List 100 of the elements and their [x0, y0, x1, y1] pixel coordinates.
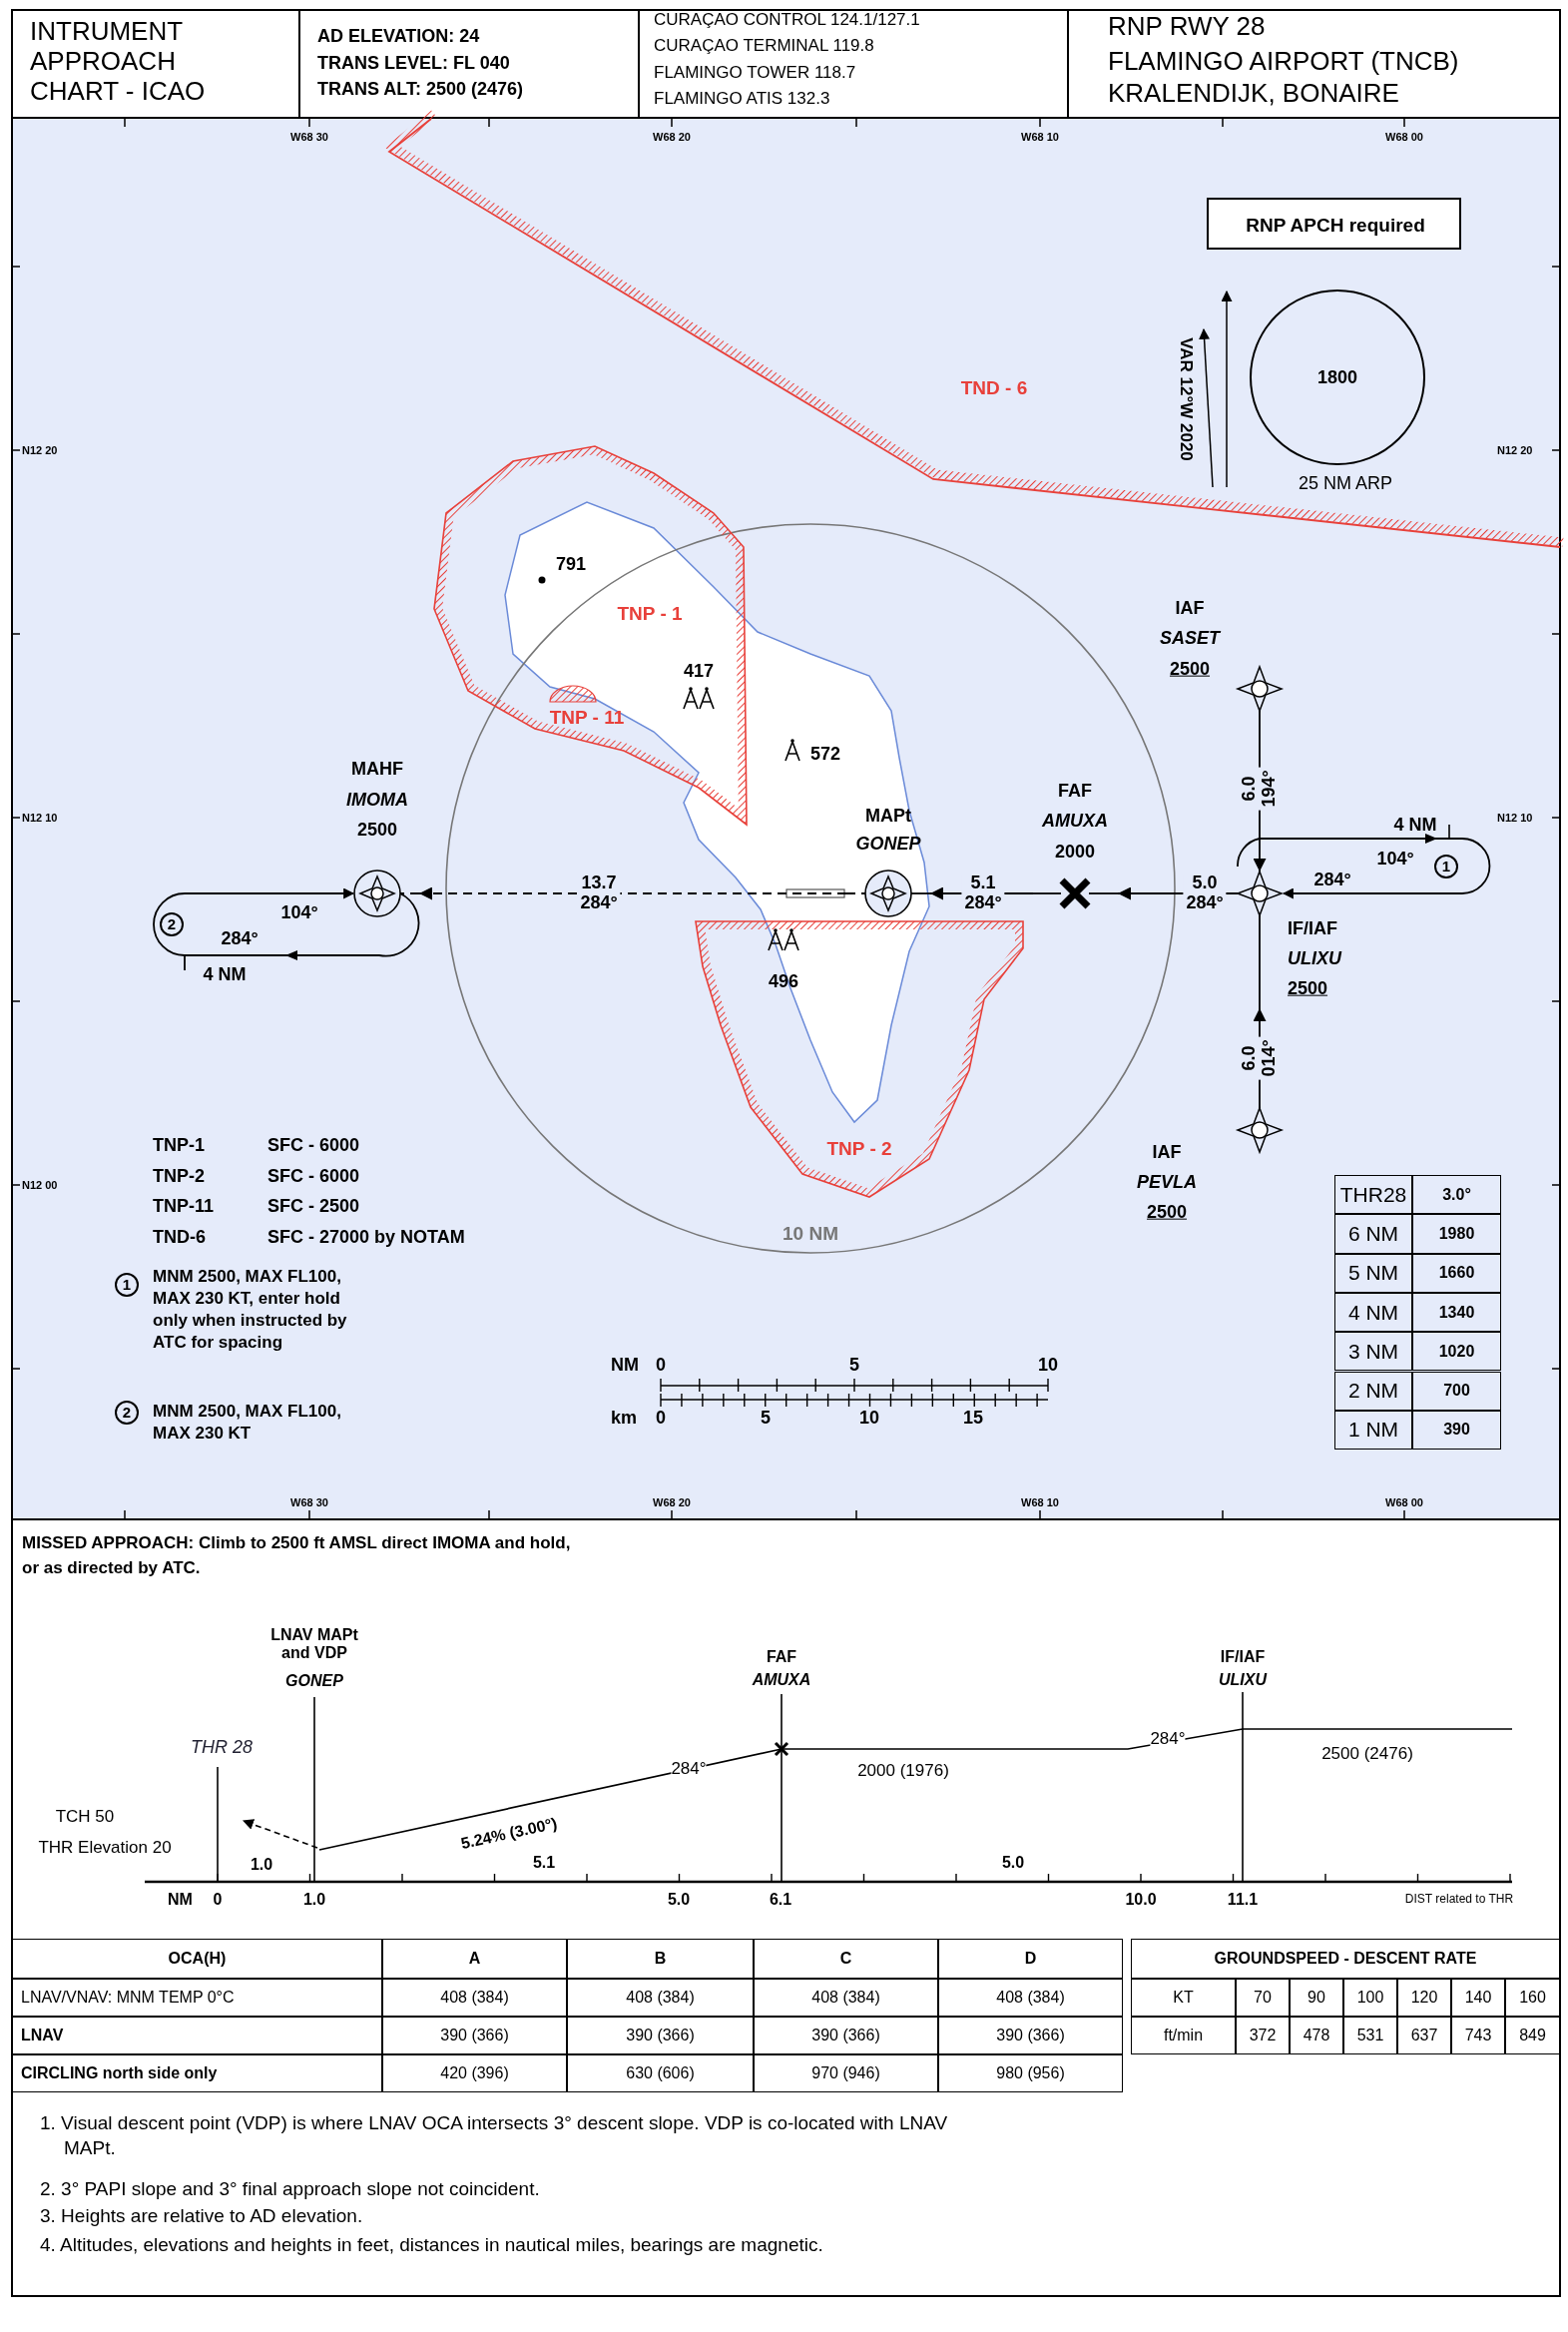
callout-number: 1 [115, 1273, 139, 1297]
axis-value: 0 [213, 1890, 223, 1910]
airspace-name: TNP-2 [153, 1165, 205, 1187]
table-cell: 390 [1412, 1410, 1501, 1451]
airspace-limits: SFC - 6000 [267, 1134, 360, 1156]
scale-value: 5 [849, 1354, 859, 1376]
scale-value: 10 [1038, 1354, 1058, 1376]
note-text: 2. 3° PAPI slope and 3° final approach slope not coincident. [40, 2177, 541, 2201]
axis-value: 10.0 [1125, 1890, 1157, 1910]
altitude-value: 2500 [1147, 1201, 1187, 1223]
table-cell: C [754, 1939, 938, 1979]
grid-coordinate: W68 00 [1385, 1495, 1423, 1509]
procedure-title: RNP RWY 28 [1108, 12, 1266, 42]
fix-name: AMUXA [1042, 810, 1108, 832]
scale-value: 5 [761, 1407, 771, 1429]
airspace-name: TNP-1 [153, 1134, 205, 1156]
altitude-value: 2000 [1055, 841, 1095, 863]
table-cell: CIRCLING north side only [12, 2054, 382, 2092]
scale-value: 10 [859, 1407, 879, 1429]
gradient-label: 5.24% (3.00°) [459, 1814, 559, 1854]
altitude-label: 2000 (1976) [857, 1761, 949, 1781]
fix-role: IF/IAF [1220, 1647, 1266, 1667]
fix-name: PEVLA [1137, 1171, 1197, 1193]
segment-distance: 1.0 [250, 1855, 273, 1875]
table-cell: 100 [1343, 1979, 1397, 2017]
table-cell: 2 NM [1334, 1371, 1412, 1411]
grid-coordinate: W68 30 [290, 1495, 328, 1509]
grid-coordinate: N12 20 [22, 443, 58, 457]
grid-coordinate: W68 00 [1385, 130, 1423, 144]
table-cell: 478 [1290, 2017, 1343, 2054]
bearing-label: 284° [1150, 1729, 1186, 1749]
bearing-label: 284° [1313, 869, 1351, 890]
table-cell: 637 [1397, 2017, 1451, 2054]
table-cell: 5 NM [1334, 1253, 1412, 1293]
axis-value: 5.0 [667, 1890, 691, 1910]
axis-value: 1.0 [302, 1890, 326, 1910]
table-cell: OCA(H) [12, 1939, 382, 1979]
note-text: 3. Heights are relative to AD elevation. [40, 2204, 364, 2228]
table-cell: 70 [1236, 1979, 1290, 2017]
altitude-label: 2500 (2476) [1321, 1744, 1413, 1764]
table-cell: A [382, 1939, 567, 1979]
scale-value: 0 [656, 1354, 666, 1376]
bearing-label: 104° [280, 901, 318, 923]
axis-value: 6.1 [769, 1890, 792, 1910]
table-cell: LNAV/VNAV: MNM TEMP 0°C [12, 1979, 382, 2017]
fix-role: MAHF [351, 758, 403, 780]
table-cell: 390 (366) [382, 2017, 567, 2054]
note-text: MNM 2500, MAX FL100, MAX 230 KT, enter hold only when instructed by ATC for spacing [153, 1266, 348, 1355]
location-name: KRALENDIJK, BONAIRE [1108, 79, 1399, 109]
fix-name: ULIXU [1288, 947, 1341, 969]
table-cell: 408 (384) [567, 1979, 754, 2017]
fix-name: ULIXU [1219, 1670, 1267, 1690]
table-cell: 6 NM [1334, 1214, 1412, 1254]
frequency-text: FLAMINGO TOWER 118.7 [654, 63, 856, 83]
axis-title: DIST related to THR [1404, 1893, 1514, 1907]
table-cell: 970 (946) [754, 2054, 938, 2092]
table-cell: 3 NM [1334, 1332, 1412, 1372]
fix-role: IF/IAF [1288, 917, 1337, 939]
airspace-name: TND-6 [153, 1226, 206, 1248]
area-name: TNP - 1 [617, 603, 683, 625]
table-cell: 120 [1397, 1979, 1451, 2017]
aerodrome-data: TRANS ALT: 2500 (2476) [317, 78, 524, 100]
table-cell: 420 (396) [382, 2054, 567, 2092]
fix-name: GONEP [285, 1671, 343, 1691]
distance-label: 4 NM [203, 963, 247, 985]
frequency-text: FLAMINGO ATIS 132.3 [654, 89, 830, 109]
table-cell: 390 (366) [938, 2017, 1123, 2054]
table-cell: GROUNDSPEED - DESCENT RATE [1131, 1939, 1560, 1979]
obstacle-height: 572 [810, 743, 841, 765]
area-name: TNP - 2 [826, 1138, 892, 1160]
table-cell: ft/min [1131, 2017, 1236, 2054]
table-cell: 4 NM [1334, 1292, 1412, 1333]
axis-unit: NM [168, 1890, 193, 1910]
missed-approach-text: MISSED APPROACH: Climb to 2500 ft AMSL direct IMOMA and hold, or as directed by ATC. [22, 1532, 572, 1579]
frequency-text: CURAÇAO CONTROL 124.1/127.1 [654, 10, 920, 30]
fix-role: FAF [1058, 780, 1092, 802]
grid-coordinate: N12 10 [22, 811, 58, 825]
table-cell: 160 [1505, 1979, 1560, 2017]
airspace-name: TND - 6 [960, 377, 1028, 399]
table-cell: 531 [1343, 2017, 1397, 2054]
table-cell: THR28 [1334, 1175, 1412, 1215]
table-cell: D [938, 1939, 1123, 1979]
table-cell: 630 (606) [567, 2054, 754, 2092]
callout-number: 2 [115, 1401, 139, 1425]
table-cell: B [567, 1939, 754, 1979]
fix-role: IAF [1175, 597, 1205, 619]
callout-number: 2 [160, 912, 184, 936]
airspace-limits: SFC - 2500 [267, 1195, 360, 1217]
distance-label: 4 NM [1393, 814, 1437, 836]
obstacle-height: 417 [684, 660, 714, 682]
range-label: 10 NM [783, 1223, 838, 1245]
table-cell: LNAV [12, 2017, 382, 2054]
fix-role: LNAV MAPt and VDP [269, 1625, 359, 1663]
table-cell: 700 [1412, 1371, 1501, 1411]
altitude-value: 1800 [1317, 366, 1357, 388]
altitude-value: 2500 [357, 819, 397, 841]
airport-name: FLAMINGO AIRPORT (TNCB) [1108, 47, 1459, 77]
segment-distance: 5.0 [1001, 1853, 1025, 1873]
scale-unit: km [611, 1407, 637, 1429]
note-text: 4. Altitudes, elevations and heights in feet, distances in nautical miles, bearings are magnetic. [40, 2233, 824, 2257]
